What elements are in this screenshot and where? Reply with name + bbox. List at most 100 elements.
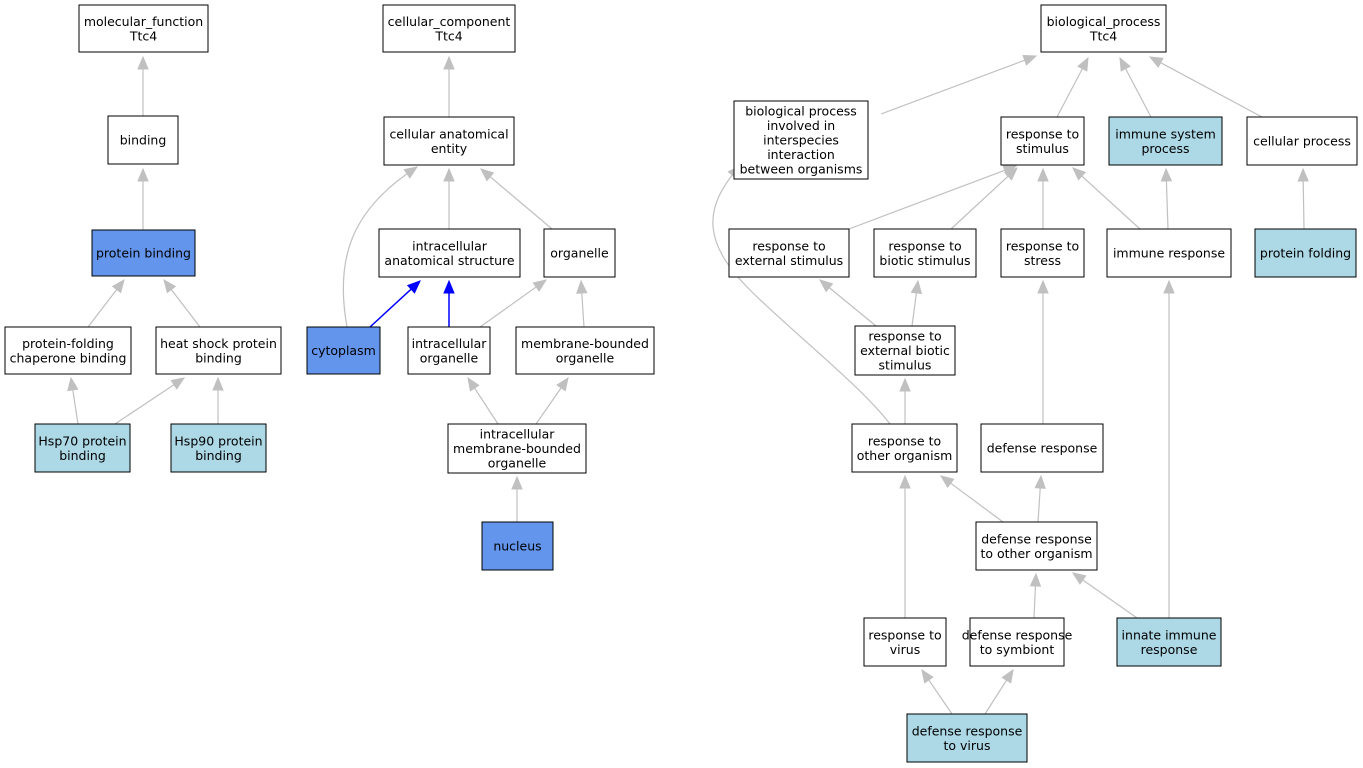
node-label-line: to virus [944,738,991,753]
arrowhead [899,474,911,489]
node-box [543,228,616,278]
arrowhead [163,278,177,294]
edge-cytoplasm-to-cae [342,166,419,328]
arrowhead [111,278,125,294]
edge-imbo-to-mbo [535,376,569,425]
node-box [854,325,956,376]
arrowhead [443,55,455,70]
node-label-line: biotic stimulus [879,253,970,268]
node-label-line: Hsp70 protein [38,433,126,448]
node-label-line: virus [890,642,920,657]
arrowhead [1003,167,1018,181]
edge-def_virus-to-def_symb [984,668,1014,715]
node-label-line: defense response [987,441,1098,456]
edge-line [114,383,176,425]
node-label-line: involved in [767,118,835,133]
edge-def_symb-to-def_other [1029,572,1042,619]
edge-mbo-to-organelle [576,279,588,328]
node-label-line: response to [1006,126,1079,141]
node-label-line: binding [59,448,106,463]
edge-ias-to-cae [443,167,455,229]
node-label-line: process [1141,141,1189,156]
arrowhead [1071,572,1087,585]
edge-resp_other-to-bp_interspecies [712,165,891,425]
edge-line [170,288,201,328]
node-box [1000,228,1085,278]
node-label-line: to symbiont [980,642,1055,657]
node-label-line: molecular_function [84,14,203,29]
arrowhead [939,475,955,489]
node-box [383,116,515,166]
node-box [1254,228,1357,278]
edge-line [87,288,118,328]
arrowhead [443,279,455,294]
edge-line [72,388,79,425]
node-box [407,326,491,375]
arrowhead [403,166,419,179]
edge-pf_chaperone-to-protein_binding [87,278,125,328]
node-label-line: response to [868,329,941,344]
node-box [728,228,850,278]
arrowhead [1163,279,1175,294]
node-box [515,326,655,375]
node-box [969,617,1065,667]
node-box [107,115,179,165]
node-box [975,521,1098,571]
node-label-line: Ttc4 [129,28,157,43]
arrowhead [1297,167,1309,182]
arrowhead [1148,56,1164,68]
node-label-line: interaction [767,147,835,162]
edge-resp_other-to-resp_ext_biotic [899,377,911,424]
node-label-line: binding [120,133,167,148]
node-box [1106,228,1232,278]
edge-intra_org-to-ias [443,279,455,327]
edge-cytoplasm-to-ias [369,280,421,328]
edge-resp_stim-to-bp [1056,56,1089,118]
node-label-line: response to [888,238,961,253]
node-label-line: cytoplasm [311,343,376,358]
arrowhead [532,279,548,292]
arrowhead [1037,167,1049,182]
node-organelle: organelle [543,228,616,278]
node-label-line: entity [431,141,468,156]
edge-hsp70-to-hsp_binding [114,377,186,425]
node-label-line: organelle [550,246,609,261]
node-label-line: organelle [420,350,479,365]
edge-line [950,175,1010,230]
edge-line [880,59,1026,115]
node-label-line: innate immune [1122,627,1217,642]
edge-line [369,287,413,328]
edge-hsp90-to-hsp_binding [212,376,224,424]
edge-organelle-to-cae [480,168,553,230]
edge-prot_fold-to-cell_proc [1297,167,1309,230]
node-label-line: anatomical structure [384,253,514,268]
node-label-line: nucleus [493,539,541,554]
arrowhead [1029,572,1042,587]
node-box [733,100,869,180]
node-box [34,423,131,473]
edge-resp_virus-to-resp_other [899,474,911,618]
node-immune-resp: immune response [1106,228,1232,278]
edge-line [1037,486,1041,523]
edge-def_virus-to-resp_virus [921,668,953,715]
node-cytoplasm: cytoplasm [306,326,381,375]
node-label-line: binding [195,350,242,365]
edge-def_other-to-resp_other [939,475,1004,523]
arrowhead [1119,56,1131,72]
edge-resp_ext-to-resp_stim [848,165,1018,230]
node-box [1000,116,1085,166]
node-box [306,326,381,375]
node-label-line: membrane-bounded [453,441,581,456]
